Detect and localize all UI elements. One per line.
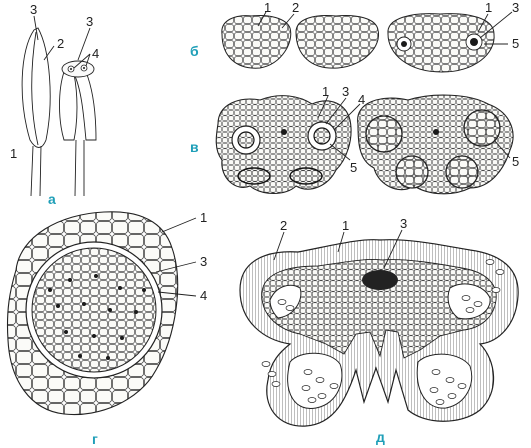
label-g-3: 3 [200,254,207,269]
panel-b-sections [221,11,513,73]
panel-label-a: а [48,191,56,207]
label-a-4: 4 [92,46,99,61]
label-v-3: 3 [342,84,349,99]
v1-locules [231,121,337,185]
panel-d-mature-anther [239,229,519,427]
label-a-3b: 3 [86,14,93,29]
anther-locules [261,259,505,410]
label-b-2: 2 [292,0,299,15]
panel-label-d: д [376,429,385,445]
label-d-2: 2 [280,218,287,233]
label-d-1: 1 [342,218,349,233]
stamen-left-filament [30,145,42,197]
panel-g-sporangium [6,211,197,416]
label-g-1: 1 [200,210,207,225]
label-a-1: 1 [10,146,17,161]
sporogenous-tissue [31,247,157,373]
stamen-left-anther [21,27,51,148]
mature-anther-inner-tissue [261,259,497,359]
label-d-3: 3 [400,216,407,231]
label-v-4: 4 [358,92,365,107]
label-b-3: 3 [512,0,519,15]
panel-label-g: г [92,431,98,447]
panel-v-sections [215,94,514,195]
panel-label-b: б [190,43,199,59]
label-b-1b: 1 [485,0,492,15]
stamen-right-filament [74,139,85,197]
section-b1 [221,15,292,69]
section-b3 [387,13,495,73]
sporangium-nuclei [48,274,146,360]
stamen-right-top [61,60,95,78]
label-a-2: 2 [57,36,64,51]
panel-a-stamens [21,15,97,197]
label-v-5: 5 [350,160,357,175]
panel-label-v: в [190,139,199,155]
section-b2 [295,15,380,69]
label-g-4: 4 [200,288,207,303]
label-b-1: 1 [264,0,271,15]
stamen-right-anther [59,71,78,141]
label-b-5: 5 [512,36,519,51]
label-v-1: 1 [322,84,329,99]
part-number-labels: 1 2 3 3 4 1 2 1 3 5 1 3 4 5 5 1 3 4 1 2 … [10,0,519,303]
v2-locules [365,109,501,189]
label-a-3: 3 [30,2,37,17]
label-v-5b: 5 [512,154,519,169]
panel-labels: а б в г д [48,43,385,447]
